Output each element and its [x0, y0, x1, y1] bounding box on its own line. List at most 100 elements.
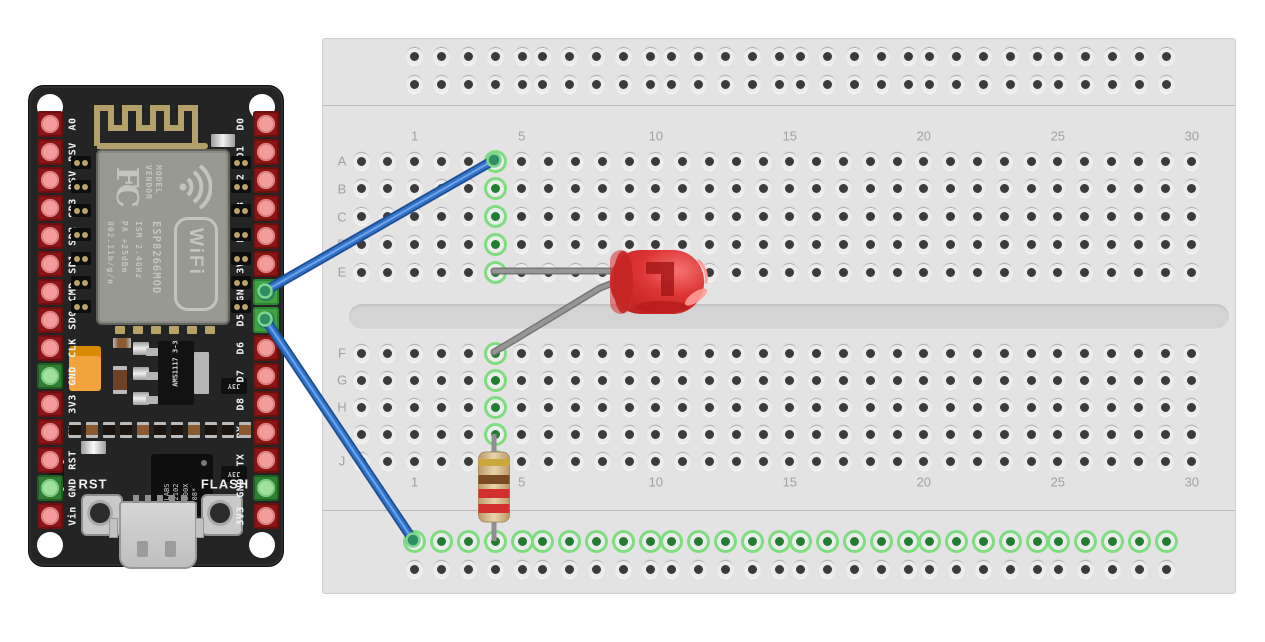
- breadboard-hole[interactable]: [861, 208, 879, 225]
- breadboard-hole[interactable]: [459, 560, 477, 578]
- pin-right-d1[interactable]: [253, 139, 279, 165]
- nodemcu-board[interactable]: FC 802.11b/g/n PA +25dBm ISM 2.4GHz VEND…: [28, 85, 284, 569]
- breadboard-hole[interactable]: [642, 532, 660, 550]
- pin-right-d6[interactable]: [253, 335, 279, 361]
- breadboard-hole[interactable]: [1076, 152, 1094, 170]
- breadboard-hole[interactable]: [1103, 532, 1121, 550]
- breadboard-hole[interactable]: [1183, 344, 1201, 362]
- breadboard-hole[interactable]: [942, 208, 960, 225]
- breadboard-hole[interactable]: [566, 371, 584, 389]
- breadboard-hole[interactable]: [593, 180, 611, 198]
- breadboard-hole[interactable]: [1102, 452, 1120, 470]
- breadboard-hole[interactable]: [432, 425, 450, 443]
- breadboard-hole[interactable]: [1103, 75, 1121, 93]
- breadboard-hole[interactable]: [1022, 344, 1040, 362]
- flash-button-cap[interactable]: [210, 503, 230, 523]
- breadboard-hole[interactable]: [674, 398, 692, 416]
- breadboard-hole[interactable]: [781, 152, 799, 170]
- breadboard-hole[interactable]: [915, 180, 933, 198]
- breadboard-hole[interactable]: [561, 560, 579, 578]
- breadboard-hole[interactable]: [459, 152, 477, 170]
- breadboard-hole[interactable]: [405, 47, 423, 65]
- breadboard-hole[interactable]: [727, 452, 745, 470]
- breadboard-hole[interactable]: [995, 344, 1013, 362]
- pin-right-d2[interactable]: [253, 167, 279, 193]
- breadboard-hole[interactable]: [995, 452, 1013, 470]
- pin-left-en[interactable]: [37, 419, 63, 445]
- breadboard-hole[interactable]: [834, 235, 852, 253]
- breadboard-hole[interactable]: [593, 344, 611, 362]
- breadboard-hole[interactable]: [647, 152, 665, 170]
- pin-right-rx[interactable]: [253, 419, 279, 445]
- breadboard-hole[interactable]: [727, 208, 745, 225]
- breadboard-hole[interactable]: [861, 152, 879, 170]
- breadboard-hole[interactable]: [406, 152, 424, 170]
- breadboard-hole[interactable]: [432, 344, 450, 362]
- breadboard-hole[interactable]: [1129, 208, 1147, 225]
- breadboard-hole[interactable]: [899, 532, 917, 550]
- breadboard-hole[interactable]: [566, 152, 584, 170]
- breadboard-hole[interactable]: [1001, 47, 1019, 65]
- breadboard-hole[interactable]: [1049, 47, 1067, 65]
- breadboard-hole[interactable]: [513, 425, 531, 443]
- breadboard-hole[interactable]: [1022, 398, 1040, 416]
- breadboard-hole[interactable]: [744, 47, 762, 65]
- breadboard-hole[interactable]: [1130, 532, 1148, 550]
- breadboard-hole[interactable]: [1183, 263, 1201, 281]
- breadboard-hole[interactable]: [700, 152, 718, 170]
- breadboard-hole[interactable]: [1156, 344, 1174, 362]
- breadboard-hole[interactable]: [834, 180, 852, 198]
- breadboard-hole[interactable]: [808, 263, 826, 281]
- breadboard-hole[interactable]: [818, 560, 836, 578]
- breadboard-hole[interactable]: [1157, 560, 1175, 578]
- breadboard-hole[interactable]: [754, 235, 772, 253]
- breadboard-hole[interactable]: [1157, 47, 1175, 65]
- breadboard-hole[interactable]: [808, 152, 826, 170]
- breadboard-hole[interactable]: [700, 371, 718, 389]
- breadboard-hole[interactable]: [834, 344, 852, 362]
- breadboard-hole[interactable]: [915, 452, 933, 470]
- breadboard-hole[interactable]: [674, 235, 692, 253]
- breadboard-hole[interactable]: [1156, 452, 1174, 470]
- breadboard-hole[interactable]: [513, 47, 531, 65]
- breadboard-hole[interactable]: [1076, 180, 1094, 198]
- breadboard-hole[interactable]: [791, 560, 809, 578]
- breadboard-hole[interactable]: [915, 235, 933, 253]
- breadboard-hole[interactable]: [754, 180, 772, 198]
- breadboard-hole[interactable]: [486, 532, 504, 550]
- breadboard-hole[interactable]: [1130, 47, 1148, 65]
- breadboard-hole[interactable]: [1156, 152, 1174, 170]
- breadboard-hole[interactable]: [566, 208, 584, 225]
- breadboard-hole[interactable]: [674, 208, 692, 225]
- breadboard-hole[interactable]: [486, 47, 504, 65]
- breadboard-hole[interactable]: [674, 263, 692, 281]
- breadboard-hole[interactable]: [1028, 532, 1046, 550]
- breadboard-hole[interactable]: [593, 371, 611, 389]
- pin-contact[interactable]: [41, 199, 59, 217]
- breadboard-hole[interactable]: [845, 47, 863, 65]
- breadboard-hole[interactable]: [1183, 425, 1201, 443]
- breadboard-hole[interactable]: [771, 75, 789, 93]
- breadboard-hole[interactable]: [459, 532, 477, 550]
- breadboard-hole[interactable]: [888, 344, 906, 362]
- breadboard-hole[interactable]: [379, 180, 397, 198]
- breadboard-hole[interactable]: [974, 75, 992, 93]
- pin-left-gnd[interactable]: [37, 363, 63, 389]
- breadboard-hole[interactable]: [1129, 398, 1147, 416]
- breadboard-hole[interactable]: [1076, 344, 1094, 362]
- breadboard-hole[interactable]: [700, 398, 718, 416]
- breadboard-hole[interactable]: [540, 371, 558, 389]
- breadboard-hole[interactable]: [834, 371, 852, 389]
- breadboard-hole[interactable]: [771, 560, 789, 578]
- breadboard-hole[interactable]: [1001, 532, 1019, 550]
- breadboard-hole[interactable]: [432, 371, 450, 389]
- breadboard-hole[interactable]: [834, 152, 852, 170]
- breadboard-hole[interactable]: [513, 452, 531, 470]
- breadboard-hole[interactable]: [942, 452, 960, 470]
- breadboard-hole[interactable]: [406, 263, 424, 281]
- breadboard-hole[interactable]: [861, 180, 879, 198]
- breadboard-hole[interactable]: [566, 344, 584, 362]
- breadboard-hole[interactable]: [432, 208, 450, 225]
- breadboard-hole[interactable]: [459, 425, 477, 443]
- breadboard-hole[interactable]: [379, 208, 397, 225]
